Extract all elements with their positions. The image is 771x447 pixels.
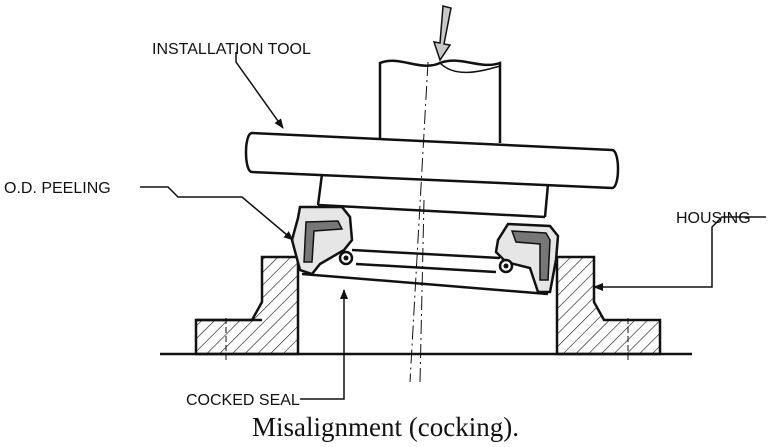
housing-left xyxy=(194,255,300,360)
housing-label: HOUSING xyxy=(676,210,751,227)
od-peeling-leader xyxy=(140,186,294,241)
installation-tool-leader xyxy=(235,52,284,129)
cocked-seal xyxy=(290,205,560,296)
housing-leader xyxy=(593,216,766,291)
vertical-centerline xyxy=(419,199,425,383)
od-peeling-label: O.D. PEELING xyxy=(4,180,111,197)
tilted-centerline xyxy=(409,61,429,383)
seal-misalignment-diagram: INSTALLATION TOOL O.D. PEELING HOUSING C… xyxy=(4,5,766,409)
shaft xyxy=(378,59,502,143)
tool-hub xyxy=(316,173,550,218)
cocked-seal-label: COCKED SEAL xyxy=(186,392,300,409)
force-arrow xyxy=(432,5,452,62)
cocked-seal-leader xyxy=(300,289,348,400)
housing-right xyxy=(555,255,662,360)
figure-caption: Misalignment (cocking). xyxy=(252,412,519,442)
installation-tool-label: INSTALLATION TOOL xyxy=(152,41,311,58)
installation-tool-plate xyxy=(244,131,620,190)
